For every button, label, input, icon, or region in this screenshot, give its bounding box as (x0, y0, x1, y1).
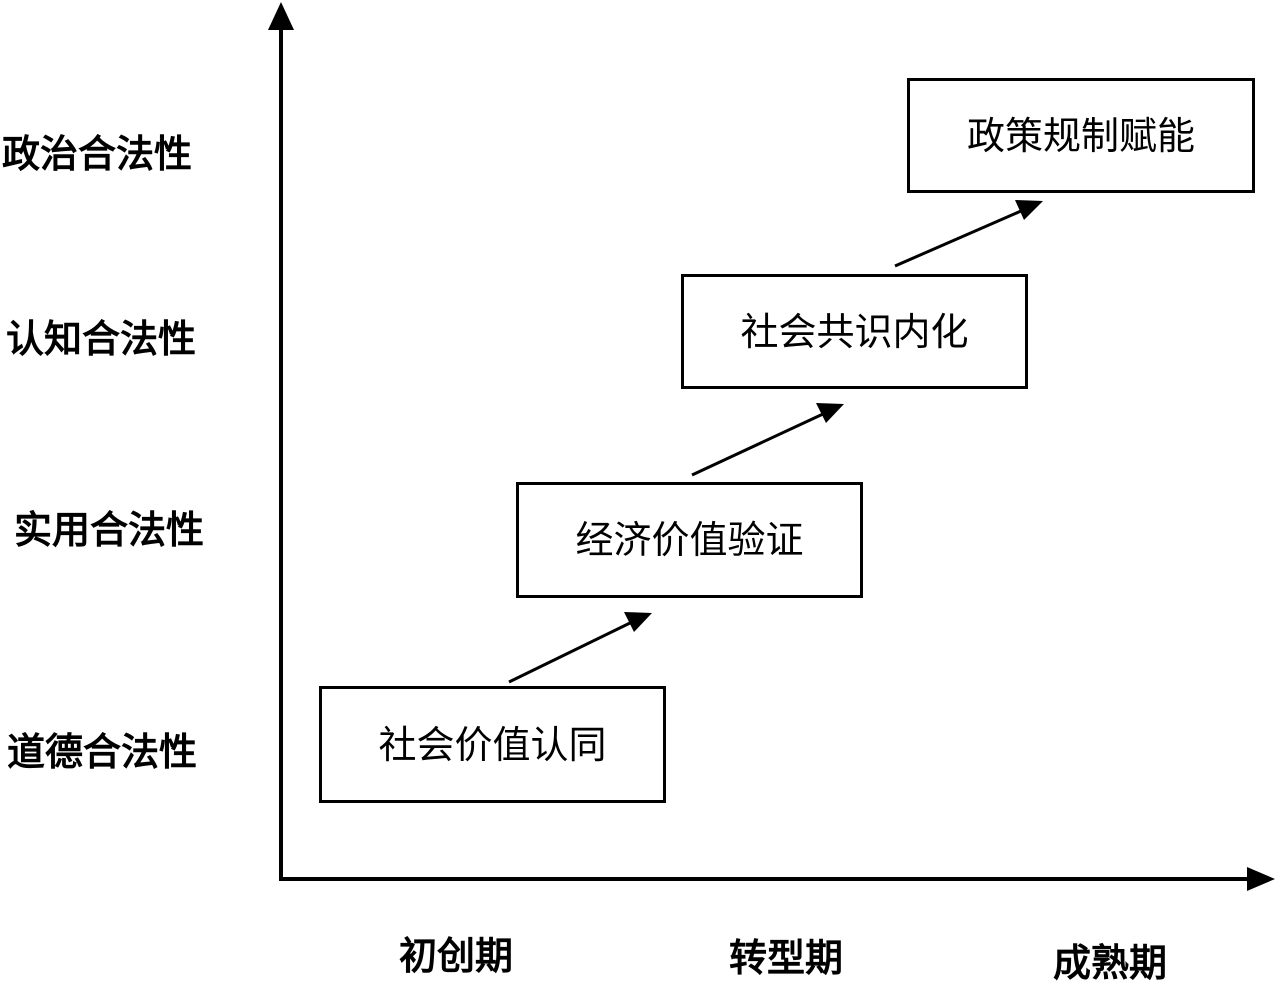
arrow-stage1-to-stage2 (508, 621, 631, 684)
stage-box-economic-value-validation: 经济价值验证 (516, 482, 863, 598)
stage-box-policy-regulation-empowerment: 政策规制赋能 (907, 78, 1255, 193)
stage-label: 政策规制赋能 (966, 113, 1195, 158)
stage-label: 社会价值认同 (378, 722, 607, 767)
y-label-cognitive-legitimacy: 认知合法性 (6, 317, 197, 361)
x-label-startup-phase: 初创期 (399, 934, 514, 978)
y-axis-arrowhead-icon (268, 2, 294, 30)
y-label-moral-legitimacy: 道德合法性 (7, 730, 198, 774)
stage-box-social-consensus-internalization: 社会共识内化 (681, 274, 1028, 389)
x-label-transition-phase: 转型期 (729, 936, 844, 980)
y-label-pragmatic-legitimacy: 实用合法性 (14, 508, 205, 552)
x-axis-arrowhead-icon (1247, 867, 1275, 891)
arrowhead-icon (1015, 200, 1043, 220)
arrow-stage3-to-stage4 (894, 209, 1022, 268)
arrowhead-icon (816, 403, 844, 423)
y-label-political-legitimacy: 政治合法性 (2, 132, 193, 176)
x-label-mature-phase: 成熟期 (1053, 941, 1168, 985)
arrow-stage2-to-stage3 (691, 412, 824, 477)
arrowhead-icon (624, 612, 652, 632)
stage-label: 社会共识内化 (740, 309, 969, 354)
stage-box-social-value-recognition: 社会价值认同 (319, 686, 666, 803)
stage-label: 经济价值验证 (575, 518, 804, 562)
